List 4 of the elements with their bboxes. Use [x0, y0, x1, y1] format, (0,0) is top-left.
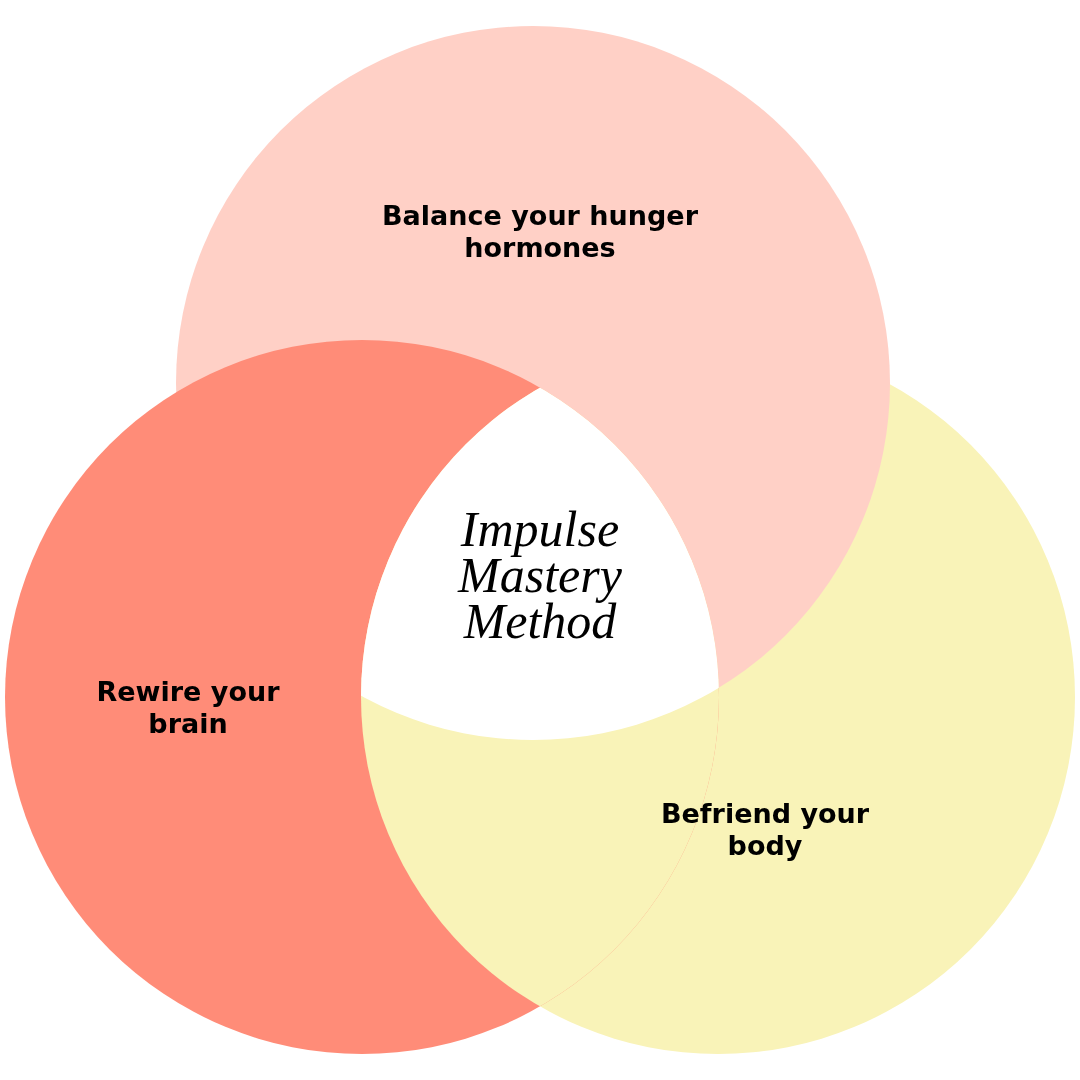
circle-label: Balance your hunger hormones — [381, 200, 699, 264]
center-title: Impulse Mastery Method — [456, 506, 623, 644]
circle-label: Rewire your brain — [95, 676, 281, 740]
circle-label: Befriend your body — [659, 798, 871, 862]
